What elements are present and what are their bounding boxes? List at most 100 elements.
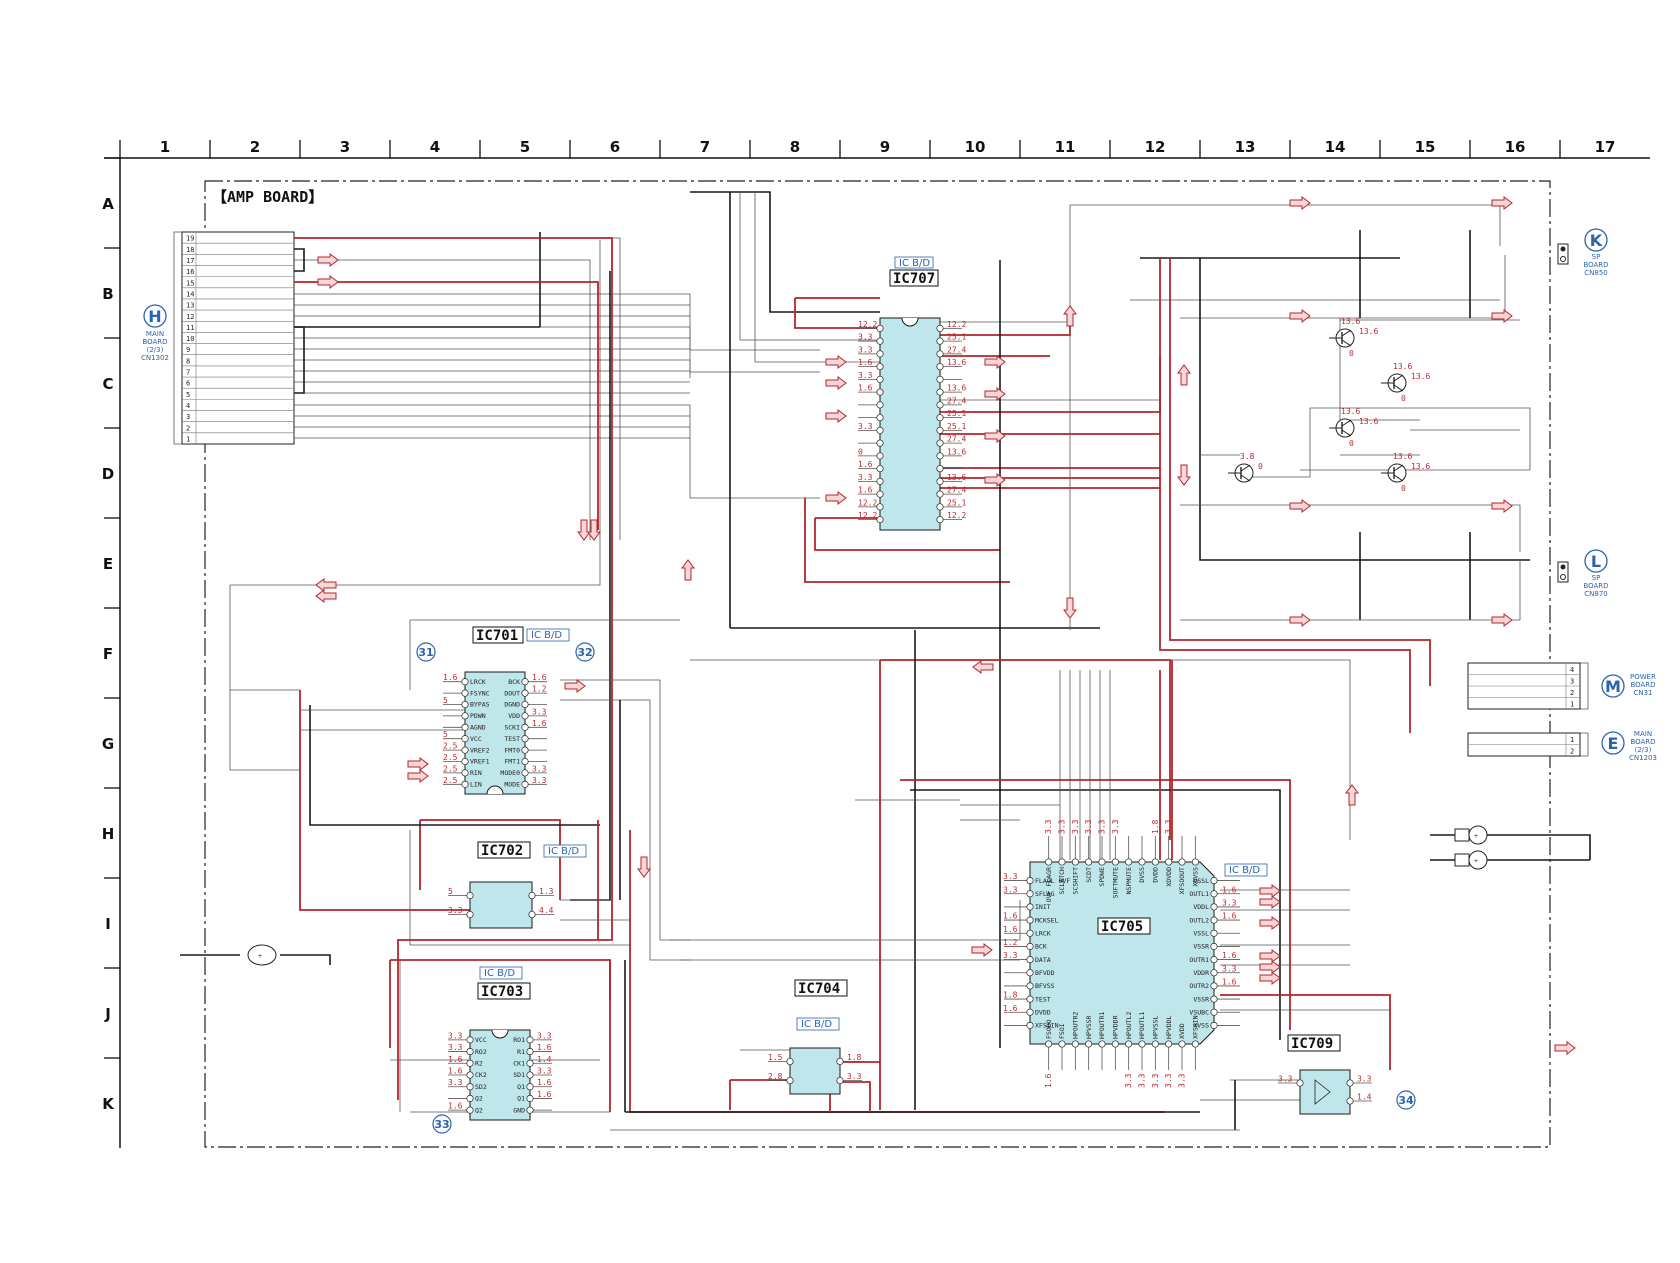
- row-letter: G: [102, 735, 114, 753]
- voltage-label: 3.3: [532, 776, 547, 785]
- voltage-label: 1.2: [1003, 938, 1018, 947]
- svg-text:BOARD: BOARD: [1630, 738, 1655, 746]
- voltage-label: 13.6: [1359, 327, 1378, 336]
- ic-pin-label: XVDD: [1178, 1023, 1186, 1039]
- ic-pin-label: Q1: [517, 1083, 525, 1091]
- ic-pin-label: HPVSSR: [1085, 1015, 1093, 1039]
- connector-pin-number: 1: [1570, 736, 1574, 744]
- voltage-label: 27.4: [947, 396, 966, 405]
- row-letter: I: [105, 915, 111, 933]
- column-number: 6: [610, 138, 620, 156]
- ic-pin-label: Q2: [475, 1095, 483, 1103]
- flow-arrow-right: [984, 473, 1006, 487]
- ic-pin-label: VDD: [508, 712, 520, 720]
- ic-pin-label: FLAGL OVF: [1035, 877, 1070, 885]
- voltage-label: 3.3: [1098, 819, 1107, 834]
- voltage-label: 3.3: [858, 473, 873, 482]
- voltage-label: 1.6: [448, 1055, 463, 1064]
- column-number: 16: [1505, 138, 1526, 156]
- connector-pin-number: 2: [1570, 748, 1574, 756]
- ic-pin-label: RO2: [475, 1048, 487, 1056]
- ic-pin-label: VSSL: [1193, 877, 1209, 885]
- transistor: 13.613.60: [1381, 452, 1430, 493]
- flow-arrow-right: [1554, 1041, 1576, 1055]
- connector-pin-number: 14: [186, 290, 194, 298]
- ic-pin-label: SCSHIFT: [1072, 867, 1080, 894]
- svg-text:(2/3): (2/3): [1635, 746, 1652, 754]
- connector-pin-number: 4: [186, 402, 190, 410]
- svg-text:IC B/D: IC B/D: [531, 630, 562, 641]
- voltage-label: 12.2: [947, 320, 966, 329]
- flow-arrow-right: [1289, 613, 1311, 627]
- voltage-label: 3.3: [1003, 872, 1018, 881]
- ic-pin-label: PDWN: [470, 712, 486, 720]
- voltage-label: 1.6: [1222, 951, 1237, 960]
- ic702-label: IC702: [481, 843, 523, 859]
- svg-text:CN870: CN870: [1584, 590, 1608, 598]
- voltage-label: 1.6: [1222, 977, 1237, 986]
- voltage-label: 3.3: [1222, 898, 1237, 907]
- voltage-label: 3.3: [448, 1043, 463, 1052]
- connector-pin-number: 3: [186, 413, 190, 421]
- ic-pin-label: FSOI: [1058, 1023, 1066, 1039]
- voltage-label: 3.3: [1138, 1073, 1147, 1088]
- flow-arrow-right: [825, 491, 847, 505]
- flow-arrow-right: [1491, 499, 1513, 513]
- flow-arrow-right: [1259, 960, 1281, 974]
- ic-pin-label: TEST: [1035, 995, 1051, 1003]
- row-letter: E: [103, 555, 113, 573]
- voltage-label: 3.3: [847, 1072, 862, 1081]
- flow-arrow-right: [1259, 895, 1281, 909]
- svg-text:BOARD: BOARD: [1630, 681, 1655, 689]
- ic705-label: IC705: [1101, 919, 1143, 935]
- voltage-label: 27.4: [947, 486, 966, 495]
- ic-pin-label: XFSOIN: [1192, 1015, 1200, 1039]
- voltage-label: 13.6: [1393, 452, 1412, 461]
- ic-pin-label: SCDT: [1085, 867, 1093, 883]
- ic701: LRCK1.6FSYNCBYPAS5PDWNAGNDVCC5VREF22.5VR…: [443, 626, 570, 795]
- ic-pin-label: OUTL1: [1189, 890, 1209, 898]
- ic-pin-label: BFVDD: [1035, 969, 1055, 977]
- svg-text:IC B/D: IC B/D: [899, 258, 930, 269]
- svg-text:IC B/D: IC B/D: [484, 968, 515, 979]
- voltage-label: 2.8: [768, 1072, 783, 1081]
- svg-text:K: K: [1590, 231, 1603, 250]
- voltage-label: 1.6: [858, 460, 873, 469]
- voltage-label: 3.3: [1164, 819, 1173, 834]
- voltage-label: 1.6: [858, 384, 873, 393]
- voltage-label: 1.6: [448, 1067, 463, 1076]
- flow-arrow-right: [984, 355, 1006, 369]
- flow-arrow-down: [637, 856, 651, 878]
- voltage-label: 3.3: [1222, 964, 1237, 973]
- connector-pin-number: 17: [186, 257, 194, 265]
- column-number: 5: [520, 138, 530, 156]
- voltage-label: 3.3: [1278, 1075, 1293, 1084]
- voltage-label: 3.3: [1151, 1073, 1160, 1088]
- connector-pin-number: 6: [186, 380, 190, 388]
- ic-pin-label: R1: [517, 1048, 525, 1056]
- connector-pin-number: 1: [1570, 701, 1574, 709]
- voltage-label: 13.6: [947, 358, 966, 367]
- flow-arrow-right: [1259, 949, 1281, 963]
- ic-pin-label: VREF2: [470, 746, 490, 754]
- voltage-label: 2.5: [443, 742, 458, 751]
- flow-arrow-right: [825, 376, 847, 390]
- voltage-label: 1.5: [768, 1053, 783, 1062]
- ic-pin-label: HPOUTL2: [1125, 1012, 1133, 1039]
- connector-pin-number: 15: [186, 279, 194, 287]
- ic-pin-label: Q2: [475, 1106, 483, 1114]
- ic-pin-label: FSYNC: [470, 689, 490, 697]
- voltage-label: 3.3: [1071, 819, 1080, 834]
- voltage-label: 3.3: [858, 422, 873, 431]
- connector-pin-number: 19: [186, 235, 194, 243]
- flow-arrow-right: [825, 409, 847, 423]
- ic-pin-label: XVSS: [1193, 1022, 1209, 1030]
- voltage-label: 5: [443, 696, 448, 705]
- ic-pin-label: DGND: [504, 701, 520, 709]
- ref-circle-31: 31: [416, 642, 436, 662]
- voltage-label: 3.3: [1357, 1075, 1372, 1084]
